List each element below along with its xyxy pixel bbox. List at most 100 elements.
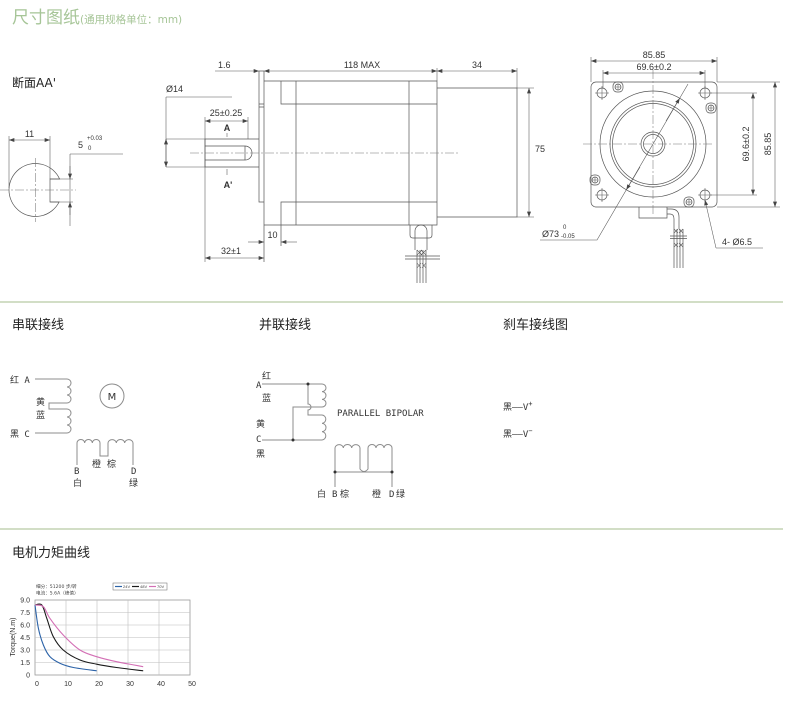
brake-polarity-label: − (528, 427, 532, 435)
screw-cross (615, 84, 621, 90)
series-wiring-title: 串联接线 (12, 317, 64, 333)
title-text: 尺寸图纸 (12, 8, 80, 28)
parallel-d-label: D (389, 490, 394, 500)
body-length-label: 118 MAX (344, 60, 380, 70)
chart-curves (34, 603, 144, 672)
parallel-wiring-diagram: 并联接线 红 A 蓝 黄 C 黑 PARALLEL BIPOLAR 白 B 棕 … (256, 317, 424, 500)
y-axis-label: Torque(N.m) (10, 618, 17, 657)
parallel-brown-label: 棕 (340, 488, 349, 500)
parallel-coil-1 (262, 383, 327, 440)
parallel-blue-label: 蓝 (262, 392, 271, 404)
section-mark-a: A (224, 123, 231, 133)
body-height-label: 75 (535, 144, 545, 154)
y-tick-label: 3.0 (20, 648, 30, 655)
parallel-coil-2 (262, 384, 327, 441)
parallel-phase-b-coils (334, 444, 393, 487)
section-view-title: 断面AA' (12, 75, 56, 90)
x-tick-label: 20 (95, 681, 103, 688)
parallel-black-label: 黑 (256, 449, 265, 460)
pilot-arrow-upper (665, 98, 680, 122)
series-green-label: 绿 (129, 477, 138, 489)
chart-note-microstep: 细分：51200 步/转 (36, 583, 77, 590)
torque-section-title: 电机力矩曲线 (12, 546, 90, 561)
parallel-red-label: 红 (262, 370, 271, 382)
mounting-holes (595, 86, 712, 202)
side-view: 1.6 118 MAX 34 75 Ø14 25±0.25 A A' 10 32… (164, 60, 545, 283)
front-center-lines (583, 70, 712, 215)
pilot-diameter-label: Ø73 (542, 229, 559, 239)
flange-width-label: 85.85 (643, 50, 666, 60)
series-red-a-label: 红 A (10, 374, 30, 386)
pilot-diameter-leader (540, 83, 689, 241)
junction-dot (306, 382, 310, 386)
junction-dot (390, 470, 394, 474)
height-extension-lines (517, 87, 534, 218)
top-extension-lines (590, 57, 718, 88)
series-wiring-diagram: 串联接线 M 红 A 黑 C 黄 蓝 B 白 橙 棕 D 绿 (10, 317, 138, 489)
brake-extension-lines (436, 68, 518, 88)
brake-wire-label: 黑——V (503, 402, 529, 413)
pilot-tolerance-upper: 0 (563, 225, 567, 231)
chart-grid (35, 600, 190, 675)
parallel-wiring-title: 并联接线 (259, 317, 311, 333)
junction-dot (291, 438, 295, 442)
key-tolerance-lower: 0 (88, 146, 92, 152)
series-white-label: 白 (73, 477, 82, 489)
width-dimension-label: 11 (25, 129, 34, 139)
flange-plate (258, 70, 265, 262)
series-line-48v (34, 603, 144, 672)
parallel-mode-label: PARALLEL BIPOLAR (337, 409, 424, 419)
legend-label: 24V (123, 584, 130, 589)
hole-center-marks (595, 86, 712, 202)
section-view: 断面AA' 11 5 +0.03 0 (0, 75, 123, 226)
x-tick-label: 30 (126, 681, 134, 688)
chart-legend-items: 24V 48V 70V (115, 584, 164, 589)
series-blue-label: 蓝 (36, 409, 45, 421)
series-phase-b-coils (76, 439, 134, 465)
legend-label: 70V (157, 584, 164, 589)
legend-label: 48V (140, 584, 147, 589)
series-orange-label: 橙 (92, 458, 101, 470)
brake-wiring-diagram: 刹车接线图 黑——V+ 黑——V− (503, 317, 568, 440)
boss-length-label: 10 (267, 230, 277, 240)
series-b-label: B (74, 467, 79, 477)
key-extension-lines (50, 153, 123, 226)
parallel-b-label: B (332, 490, 337, 500)
y-tick-label: 0 (26, 673, 30, 680)
mounting-holes-label: 4- Ø6.5 (722, 237, 752, 247)
chart-legend (112, 582, 168, 591)
shaft-diameter-leader (165, 96, 232, 168)
parallel-a-label: A (256, 381, 262, 391)
parallel-green-label: 绿 (396, 488, 405, 500)
flange-thickness-label: 1.6 (218, 60, 231, 70)
series-line-24v (34, 604, 97, 672)
brake-negative-line: 黑——V− (503, 427, 532, 440)
pilot-arrow-lower (626, 166, 641, 190)
screw-cross (592, 177, 598, 183)
body-inner-lines (280, 81, 437, 246)
screw-boss (612, 81, 624, 93)
y-tick-label: 1.5 (20, 660, 30, 667)
page-title: 尺寸图纸(通用规格单位：mm) (12, 8, 182, 28)
cable-outlet-box (638, 207, 668, 219)
flange-square (590, 81, 718, 208)
parallel-c-label: C (256, 435, 261, 445)
brake-positive-line: 黑——V+ (503, 400, 532, 413)
pilot-tolerance-lower: -0.05 (561, 234, 575, 240)
y-tick-label: 7.5 (20, 610, 30, 617)
x-tick-label: 0 (35, 681, 39, 688)
parallel-orange-label: 橙 (372, 488, 381, 500)
series-yellow-label: 黄 (36, 396, 45, 408)
shaft-length-label: 32±1 (221, 246, 241, 256)
brake-wiring-title: 刹车接线图 (503, 317, 568, 333)
shaft-cross-section (8, 163, 61, 217)
shaft-diameter-label: Ø14 (166, 84, 183, 94)
series-brown-label: 棕 (107, 458, 116, 470)
series-black-c-label: 黑 C (10, 429, 30, 440)
key-dimension-label: 5 (78, 140, 83, 150)
key-tolerance-upper: +0.03 (87, 136, 103, 142)
y-tick-label: 9.0 (20, 598, 30, 605)
parallel-yellow-label: 黄 (256, 418, 265, 430)
screw-boss (683, 196, 695, 208)
